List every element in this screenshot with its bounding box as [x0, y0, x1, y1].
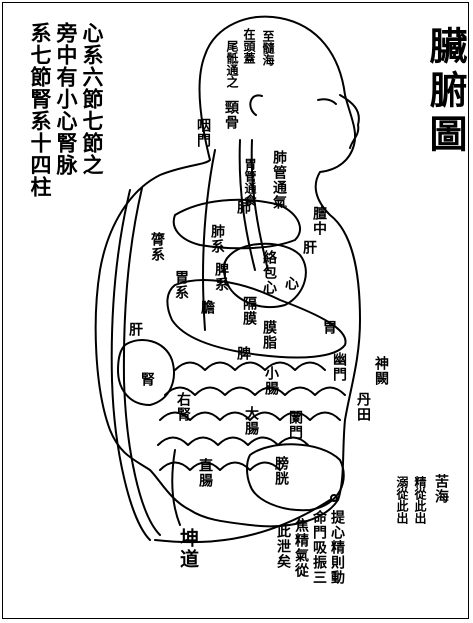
label-pericardium: 絡包心: [262, 250, 276, 295]
label-small-intestine: 小腸: [264, 366, 278, 396]
label-rectum: 直腸: [198, 458, 212, 488]
label-spleen: 脾: [236, 346, 250, 361]
label-brain-tail: 尾骶通之: [226, 40, 238, 88]
label-neck: 頸骨: [224, 100, 238, 130]
label-ku-hai: 苦海: [434, 474, 448, 504]
rectum-tube: [172, 450, 180, 525]
label-mingmen-1: 提心精則動: [330, 510, 344, 585]
label-spine-system: 膂系: [150, 232, 164, 262]
label-shen-que: 神闕: [374, 356, 388, 386]
label-throat: 咽門: [196, 118, 210, 148]
page-title: 臟腑圖: [426, 26, 464, 158]
label-fat-membrane: 膜脂: [262, 320, 276, 350]
label-brain-sea: 至髓海: [262, 30, 274, 66]
face-profile: [340, 95, 359, 148]
label-note-right-1: 精從此出: [414, 476, 426, 524]
label-kidney: 腎: [140, 372, 154, 387]
label-mingmen-3: 焦精氣從: [294, 518, 308, 578]
label-heart: 心: [284, 276, 298, 291]
label-large-intestine: 大腸: [244, 406, 258, 436]
label-mingmen-2: 命門吸振三: [312, 510, 326, 585]
side-note-col-1: 心系六節七節之: [82, 22, 103, 176]
label-right-kidney: 右腎: [176, 392, 190, 422]
label-bladder: 膀胱: [274, 456, 288, 486]
side-note-col-2: 旁中有小心腎脉: [56, 22, 77, 176]
eye: [318, 99, 336, 104]
side-note-col-3: 系七節腎系十四柱: [30, 22, 51, 198]
label-trachea: 肺管通氣: [272, 150, 286, 210]
label-chest: 膻中: [312, 206, 326, 236]
label-spleen-system: 脾系: [214, 262, 228, 292]
label-brain-top: 在頭蓋: [243, 28, 255, 64]
label-diaphragm: 隔膜: [242, 296, 256, 326]
label-pylorus: 幽門: [332, 352, 346, 382]
label-lung-system: 肺系: [210, 224, 224, 254]
label-lan-gate: 闌門: [288, 410, 302, 440]
label-stomach-system: 胃系: [174, 270, 188, 300]
label-lung: 肺: [236, 200, 250, 215]
label-note-right-2: 溺從此出: [396, 476, 408, 524]
ear: [250, 95, 262, 115]
label-esophagus: 胃管通食: [244, 158, 256, 206]
label-kun-dao: 坤道: [178, 528, 197, 570]
label-stomach: 胃: [322, 320, 336, 335]
label-mingmen-4: 此泄矣: [276, 524, 290, 569]
label-kidney-liver: 肝: [128, 322, 142, 337]
label-dan-tian: 丹田: [356, 392, 370, 422]
label-liver: 肝: [302, 240, 316, 255]
label-gallbladder: 膽: [200, 300, 214, 315]
